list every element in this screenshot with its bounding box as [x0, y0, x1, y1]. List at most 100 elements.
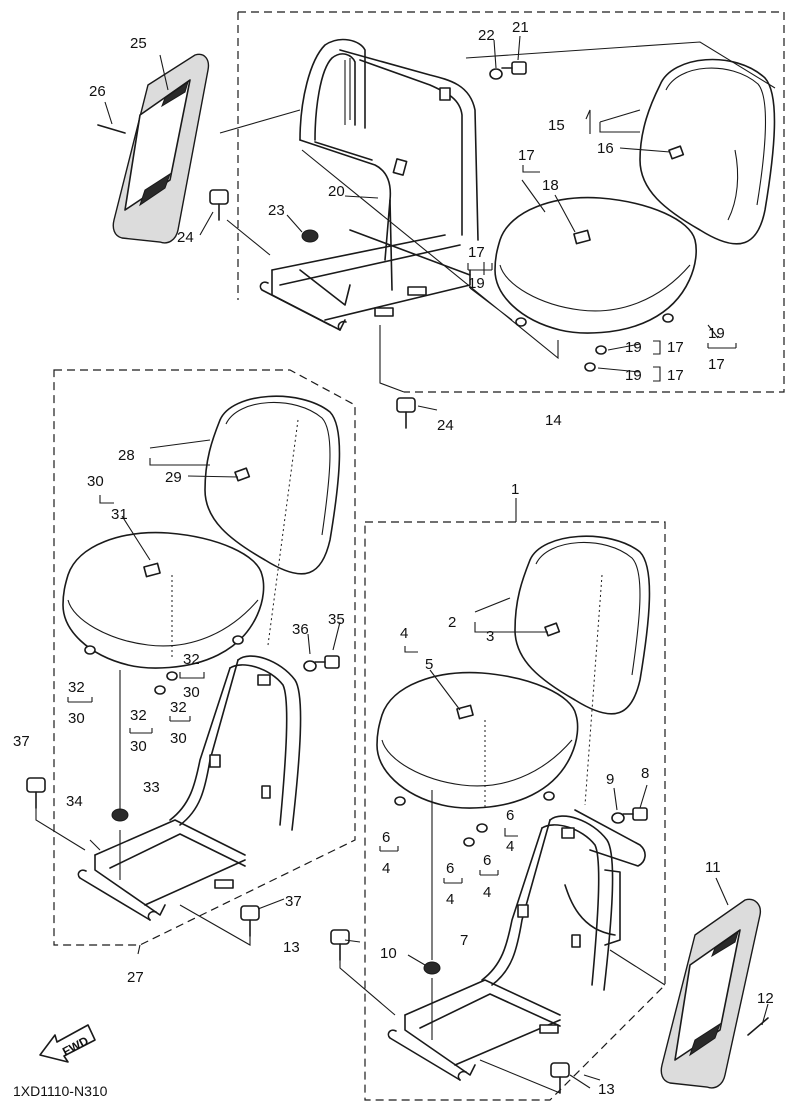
label-11: 11	[705, 859, 721, 876]
bracket-32-30	[67, 672, 205, 734]
label-28: 28	[118, 447, 135, 464]
label-12: 12	[757, 990, 774, 1007]
bolt-21	[501, 61, 527, 75]
label-30-c: 30	[68, 710, 85, 727]
label-19-a: 19	[468, 275, 485, 292]
label-26: 26	[89, 83, 106, 100]
leaders-top	[104, 35, 719, 411]
seat-frame-7	[387, 809, 646, 1081]
label-18: 18	[542, 177, 559, 194]
label-8: 8	[641, 765, 649, 782]
label-6-a: 6	[506, 807, 514, 824]
bolt-13-b	[550, 1062, 570, 1094]
label-19-d: 19	[625, 367, 642, 384]
label-20: 20	[328, 183, 345, 200]
label-32-a: 32	[183, 651, 200, 668]
seat-backrest-28	[204, 395, 341, 575]
label-4-b: 4	[506, 838, 514, 855]
washer-22	[489, 68, 503, 80]
label-29: 29	[165, 469, 182, 486]
label-21: 21	[512, 19, 529, 36]
group-box-27	[53, 369, 356, 946]
label-10: 10	[380, 945, 397, 962]
label-30-a: 30	[87, 473, 104, 490]
label-7: 7	[460, 932, 468, 949]
label-24-b: 24	[437, 417, 454, 434]
seat-frame-33	[77, 655, 302, 921]
label-13-b: 13	[598, 1081, 615, 1098]
label-24-a: 24	[177, 229, 194, 246]
label-17-e: 17	[667, 367, 684, 384]
grommet-19-set	[515, 313, 674, 372]
bolt-37-a	[26, 777, 46, 809]
label-31: 31	[111, 506, 128, 523]
label-32-d: 32	[130, 707, 147, 724]
bolt-35	[314, 655, 340, 669]
label-4-c: 4	[382, 860, 390, 877]
bolt-8	[622, 807, 648, 821]
washer-36	[303, 660, 317, 672]
nut-23	[301, 229, 319, 243]
label-32-b: 32	[68, 679, 85, 696]
label-30-b: 30	[183, 684, 200, 701]
label-37-a: 37	[13, 733, 30, 750]
bolt-13-a	[330, 929, 350, 961]
nut-34	[111, 808, 129, 822]
bracket-6-4	[379, 828, 518, 884]
label-34: 34	[66, 793, 83, 810]
label-33: 33	[143, 779, 160, 796]
pin-12	[747, 1017, 769, 1036]
label-32-c: 32	[170, 699, 187, 716]
label-1: 1	[511, 481, 519, 498]
part-labels: 25 26 22 21 15 16 17 18 20 23 24 17 19 1…	[13, 19, 774, 1099]
label-9: 9	[606, 771, 614, 788]
label-6-b: 6	[382, 829, 390, 846]
label-2: 2	[448, 614, 456, 631]
label-13-a: 13	[283, 939, 300, 956]
leaders-left	[35, 439, 341, 955]
label-5: 5	[425, 656, 433, 673]
label-14: 14	[545, 412, 562, 429]
label-23: 23	[268, 202, 285, 219]
group-box-14	[237, 11, 785, 393]
label-17-d: 17	[667, 339, 684, 356]
label-25: 25	[130, 35, 147, 52]
label-4-e: 4	[446, 891, 454, 908]
label-22: 22	[478, 27, 495, 44]
group-box-1	[364, 521, 666, 1101]
bolt-37-b	[240, 905, 260, 937]
pin-26	[97, 124, 126, 134]
bolt-24-a	[209, 189, 229, 221]
grommet-6-set	[394, 791, 555, 847]
seat-backrest-15	[639, 58, 776, 245]
label-6-d: 6	[446, 860, 454, 877]
bolt-24-b	[396, 397, 416, 429]
label-37-b: 37	[285, 893, 302, 910]
label-30-d: 30	[170, 730, 187, 747]
label-4-d: 4	[483, 884, 491, 901]
grommet-32-set	[84, 635, 244, 695]
label-4-a: 4	[400, 625, 408, 642]
seat-cushion-30	[62, 531, 265, 669]
side-panel-25	[112, 53, 210, 244]
label-3: 3	[486, 628, 494, 645]
diagram-code: 1XD1110-N310	[13, 1083, 108, 1099]
label-19-b: 19	[708, 325, 725, 342]
label-30-e: 30	[130, 738, 147, 755]
label-17-b: 17	[468, 244, 485, 261]
label-17-a: 17	[518, 147, 535, 164]
label-17-c: 17	[708, 356, 725, 373]
seat-backrest-2	[514, 535, 651, 715]
label-35: 35	[328, 611, 345, 628]
label-6-c: 6	[483, 852, 491, 869]
label-16: 16	[597, 140, 614, 157]
seat-frame-20	[259, 38, 479, 331]
label-15: 15	[548, 117, 565, 134]
leaders-right	[339, 498, 769, 1094]
label-36: 36	[292, 621, 309, 638]
bracket-17-19	[467, 263, 493, 271]
washer-9	[611, 812, 625, 824]
seat-cushion-4	[376, 671, 579, 809]
